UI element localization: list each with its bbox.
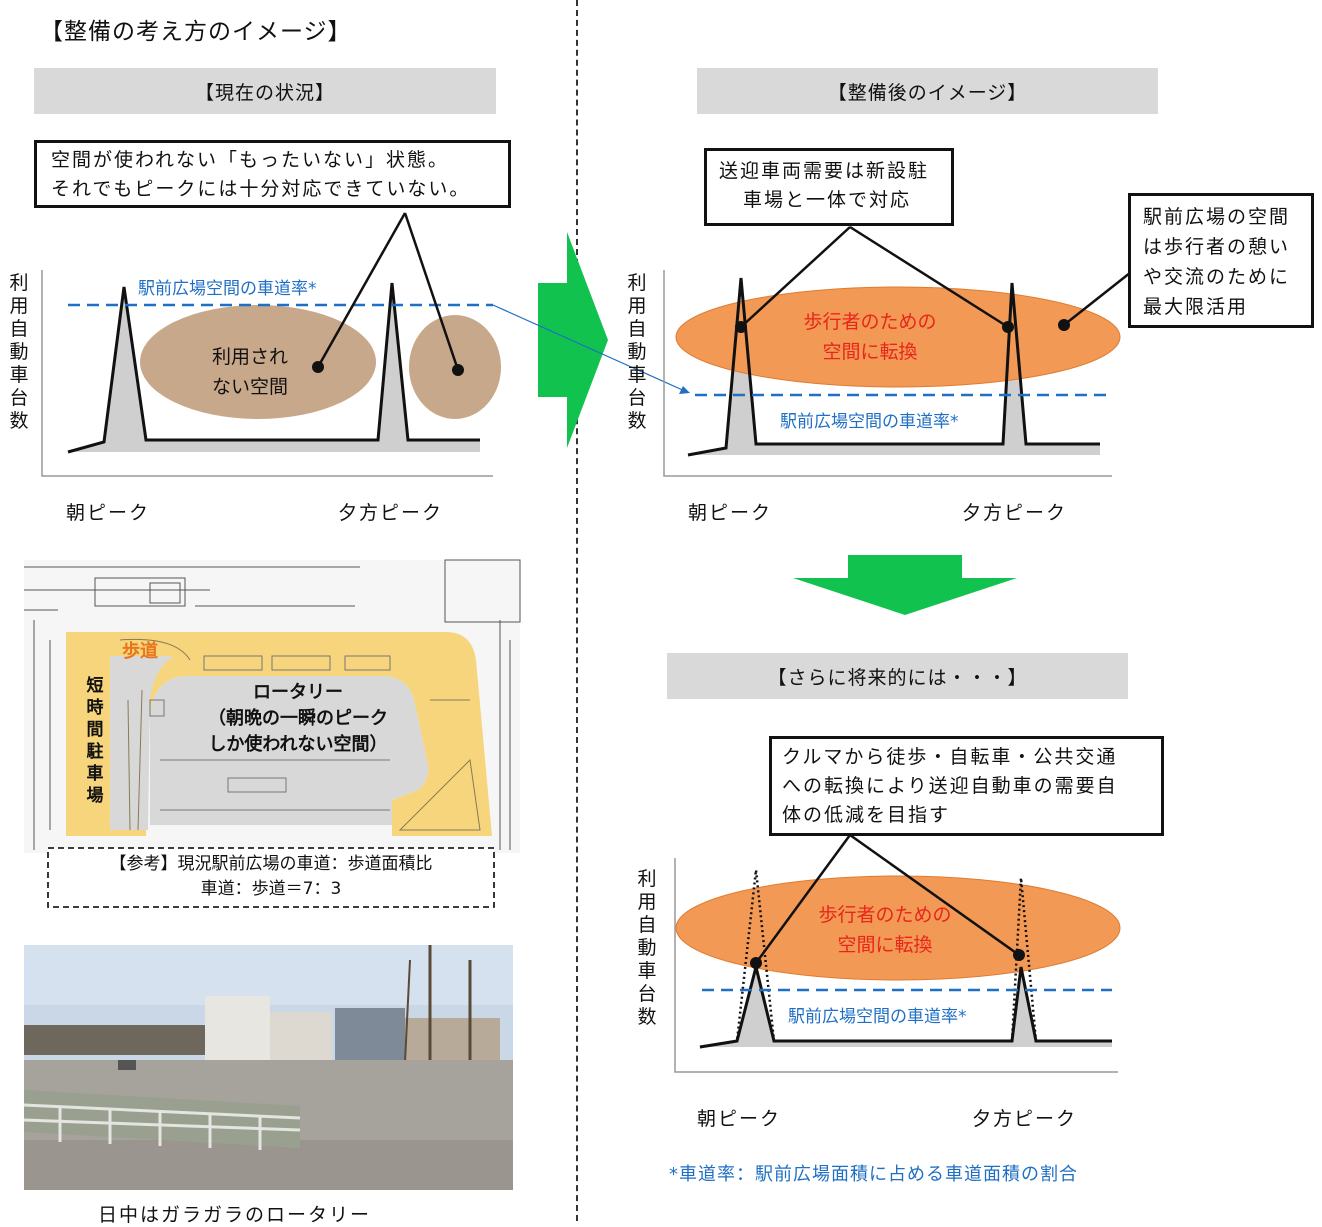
left-callout-line-1: 空間が使われない「もったいない」状態。 (51, 149, 450, 171)
rotary-label: ロータリー （朝晩の一瞬のピーク しか使われない空間） (180, 680, 416, 758)
unused-space-line-1: 利用され (211, 346, 288, 368)
unused-space-label: 利用され ない空間 (190, 342, 310, 402)
future-ylabel: 利用自動車台数 (637, 868, 657, 1028)
left-chart-area (68, 283, 480, 452)
left-callout-line-2: それでもピークには十分対応できていない。 (51, 178, 471, 200)
right-xlabel-morning: 朝ピーク (688, 502, 773, 524)
sidewalk-area (66, 632, 492, 836)
future-xlabel-evening: 夕方ピーク (972, 1108, 1078, 1130)
future-callout: クルマから徒歩・自転車・公共交通 への転換により送迎自動車の需要自 体の低減を目… (769, 736, 1164, 836)
unused-space-line-2: ない空間 (211, 376, 288, 398)
future-xlabel-morning: 朝ピーク (697, 1108, 782, 1130)
right-chart (663, 225, 1141, 477)
photo-caption: 日中はガラガラのロータリー (98, 1204, 372, 1226)
left-road-ratio-label: 駅前広場空間の車道率* (138, 279, 317, 299)
reference-line-1: 【参考】現況駅前広場の車道：歩道面積比 (109, 854, 433, 874)
future-pedestrian-line-1: 歩行者のための (818, 904, 952, 926)
reference-text: 【参考】現況駅前広場の車道：歩道面積比 車道：歩道＝7：3 (48, 852, 494, 902)
reference-line-2: 車道：歩道＝7：3 (200, 879, 342, 899)
right-arrow-icon (538, 232, 608, 448)
left-ylabel: 利用自動車台数 (9, 272, 29, 432)
right-side-callout: 駅前広場の空間 は歩行者の憩い や交流のために 最大限活用 (1128, 193, 1314, 328)
right-pedestrian-label: 歩行者のための 空間に転換 (780, 307, 960, 367)
left-chart-axes (41, 270, 493, 477)
left-chart (41, 212, 690, 477)
left-callout: 空間が使われない「もったいない」状態。 それでもピークには十分対応できていない。 (34, 140, 511, 208)
future-new-demand-line (699, 966, 1112, 1049)
left-demand-line (67, 282, 480, 454)
sidewalk-label: 歩道 (122, 641, 158, 662)
rotary-line-2: （朝晩の一瞬のピーク (208, 708, 388, 729)
right-road-ratio-label: 駅前広場空間の車道率* (780, 412, 959, 432)
center-divider (576, 0, 578, 1221)
right-pedestrian-line-2: 空間に転換 (822, 341, 918, 363)
reference-box (47, 847, 495, 908)
right-callout-line-2: 車場と一体で対応 (743, 189, 912, 211)
right-xlabel-evening: 夕方ピーク (962, 502, 1068, 524)
banner-after: 【整備後のイメージ】 (697, 68, 1158, 114)
roadway-area (110, 656, 174, 830)
station-plan-map (24, 559, 521, 853)
future-road-ratio-label: 駅前広場空間の車道率* (788, 1007, 967, 1027)
side-callout-line-3: や交流のために (1143, 266, 1291, 288)
future-chart-axes (674, 858, 1118, 1073)
page-title: 【整備の考え方のイメージ】 (40, 19, 352, 45)
future-callout-line-1: クルマから徒歩・自転車・公共交通 (782, 746, 1118, 768)
banner-future: 【さらに将来的には・・・】 (667, 653, 1128, 699)
side-callout-line-4: 最大限活用 (1143, 296, 1249, 318)
banner-current: 【現在の状況】 (34, 68, 496, 114)
future-pedestrian-label: 歩行者のための 空間に転換 (795, 900, 975, 960)
down-arrow-icon (793, 555, 1017, 615)
left-xlabel-evening: 夕方ピーク (338, 502, 444, 524)
unused-space-ellipse-1 (140, 305, 376, 419)
short-parking-label: 短時間駐車場 (86, 676, 104, 806)
side-callout-line-1: 駅前広場の空間 (1143, 206, 1291, 228)
right-ylabel: 利用自動車台数 (627, 272, 647, 432)
future-pedestrian-ellipse (675, 875, 1121, 981)
future-chart (674, 833, 1121, 1073)
rotary-line-1: ロータリー (253, 682, 343, 703)
future-pedestrian-line-2: 空間に転換 (837, 934, 933, 956)
right-demand-line (687, 277, 1100, 457)
left-xlabel-morning: 朝ピーク (66, 502, 151, 524)
rotary-photo (23, 945, 513, 1190)
right-callout-line-1: 送迎車両需要は新設駐 (719, 160, 930, 182)
right-pedestrian-line-1: 歩行者のための (803, 311, 937, 333)
ratio-connector (492, 304, 688, 393)
footnote: *車道率：駅前広場面積に占める車道面積の割合 (669, 1164, 1078, 1185)
future-callout-line-3: 体の低減を目指す (782, 804, 951, 826)
right-callout: 送迎車両需要は新設駐 車場と一体で対応 (704, 148, 954, 226)
future-chart-area (700, 967, 1112, 1047)
rotary-line-3: しか使われない空間） (208, 734, 388, 755)
future-callout-line-2: への転換により送迎自動車の需要自 (782, 775, 1118, 797)
side-callout-line-2: は歩行者の憩い (1143, 236, 1291, 258)
right-chart-axes (663, 270, 1112, 477)
